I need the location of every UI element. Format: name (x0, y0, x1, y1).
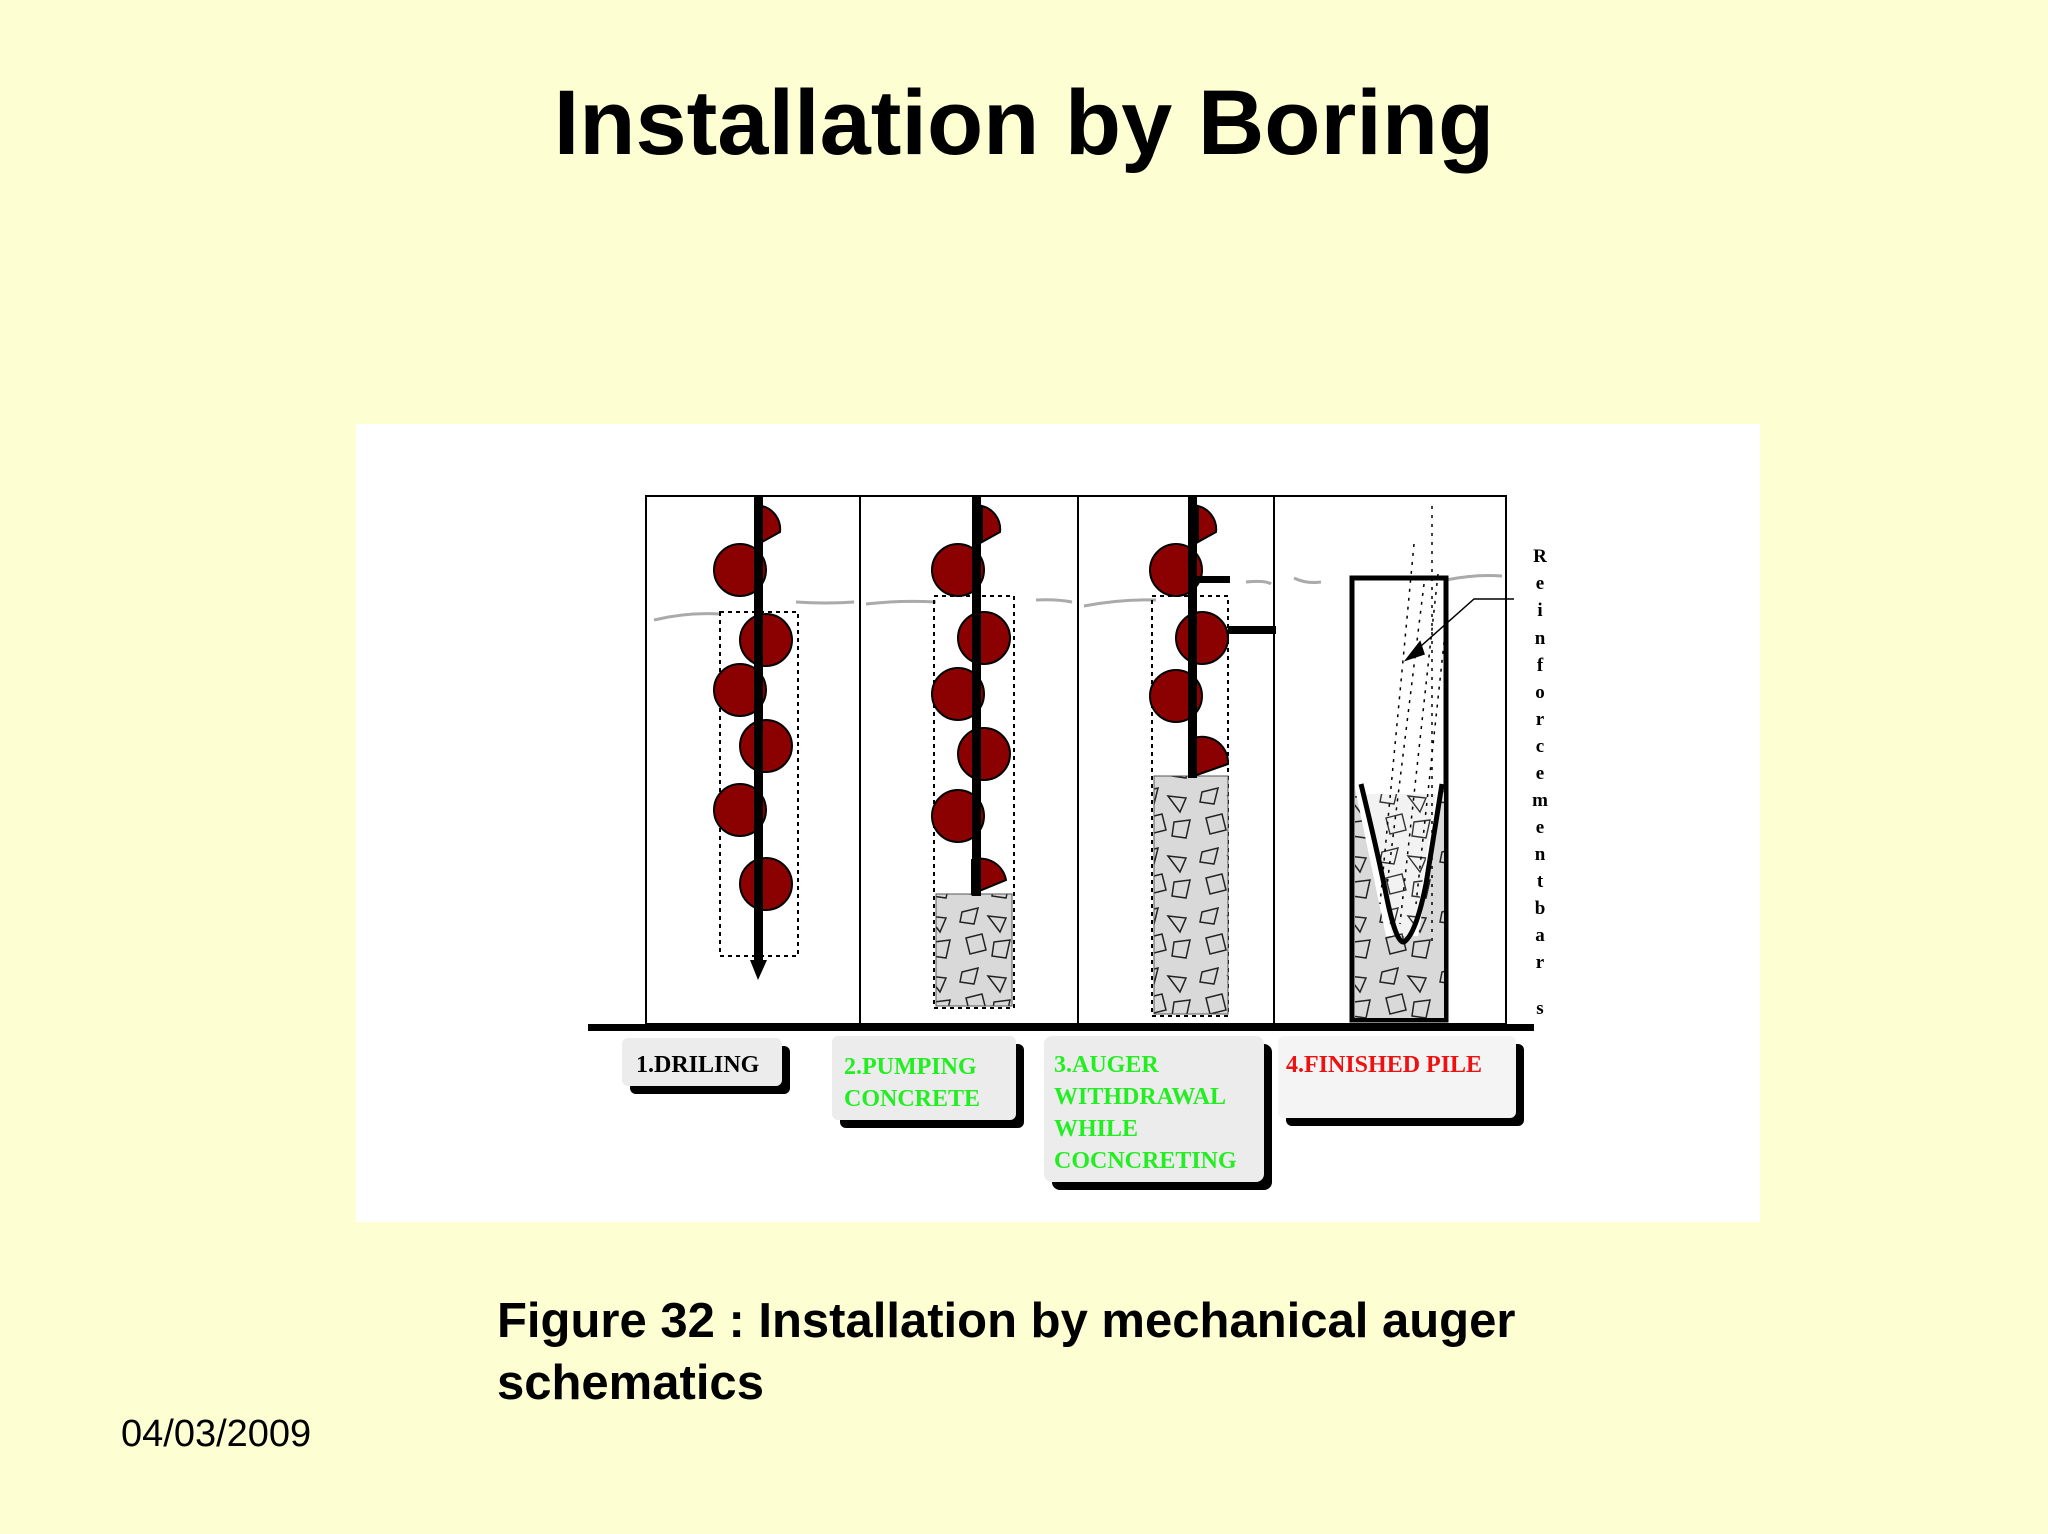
stage-label-boxes (622, 1036, 1524, 1190)
side-label-letter: c (1536, 736, 1544, 757)
side-label-letter: i (1537, 600, 1542, 621)
stage-2-label-line1: 2.PUMPING (844, 1054, 977, 1080)
side-label-letter: r (1536, 709, 1545, 730)
side-label-letter: a (1535, 925, 1545, 946)
stage-4-label: 4.FINISHED PILE (1286, 1052, 1482, 1078)
side-label-letter: R (1533, 546, 1547, 567)
side-label-letter: f (1537, 655, 1544, 676)
concrete-pipe (1196, 576, 1276, 634)
side-label-letter: e (1536, 817, 1544, 838)
ground-surface-lines (653, 574, 1503, 622)
slide-date: 04/03/2009 (121, 1413, 312, 1455)
stage-4-finished-pile (1349, 506, 1514, 1023)
concrete-fill (1153, 775, 1229, 1015)
stage-4-label-box (1278, 1036, 1524, 1126)
figure-caption-line1: Figure 32 : Installation by mechanical a… (497, 1294, 1516, 1348)
pile-shoe-outline (1358, 783, 1445, 945)
reinforcement-bars-vertical-label: R e i n f o r c e m e n t b a r s (1532, 546, 1548, 1019)
figure-caption: Figure 32 : Installation by mechanical a… (497, 1290, 1697, 1414)
auger-flights (713, 504, 793, 911)
side-label-letter: s (1536, 998, 1543, 1019)
ground-base-line (588, 1024, 1534, 1031)
slide-title: Installation by Boring (553, 72, 1495, 174)
side-label-letter: m (1532, 790, 1548, 811)
stage-3-label-line4: COCNCRETING (1054, 1148, 1237, 1174)
reinforcement-leader (1403, 598, 1514, 662)
borehole-outline (719, 611, 799, 957)
auger-shaft (972, 496, 981, 896)
auger-flights (931, 504, 1011, 896)
side-label-letter: r (1536, 952, 1545, 973)
auger-shaft (754, 496, 763, 966)
stage-label-texts: 1.DRILING 2.PUMPING CONCRETE 3.AUGER WIT… (636, 1052, 1482, 1174)
side-label-letter: t (1537, 871, 1544, 892)
stage-2-label-line2: CONCRETE (844, 1086, 980, 1112)
side-label-letter: n (1535, 844, 1546, 865)
stage-3-label-line1: 3.AUGER (1054, 1052, 1159, 1078)
stage-1-drilling (713, 496, 799, 980)
side-label-letter: b (1535, 898, 1546, 919)
pile-concrete (1355, 788, 1444, 1018)
stage-1-label-box (622, 1038, 790, 1094)
concrete-fill (935, 893, 1013, 1007)
stage-3-label-line3: WHILE (1054, 1116, 1138, 1142)
stage-1-label: 1.DRILING (636, 1052, 760, 1078)
stage-3-withdrawal (1149, 496, 1276, 1017)
reinforcement-bars (1379, 506, 1447, 944)
stage-3-label-box (1044, 1036, 1272, 1190)
side-label-letter: o (1535, 682, 1545, 703)
side-label-letter: e (1536, 763, 1544, 784)
auger-schematic-diagram: R e i n f o r c e m e n t b a r s (588, 495, 1548, 1190)
auger-shaft (1188, 496, 1197, 778)
stage-2-pumping (931, 496, 1015, 1009)
auger-installation-figure: R e i n f o r c e m e n t b a r s (356, 424, 1760, 1222)
side-label-letter: e (1536, 573, 1544, 594)
auger-tip (750, 960, 767, 980)
stage-3-label-line2: WITHDRAWAL (1054, 1084, 1226, 1110)
stage-2-label-box (832, 1036, 1024, 1128)
figure-caption-line2: schematics (497, 1356, 764, 1410)
side-label-letter: n (1535, 628, 1546, 649)
